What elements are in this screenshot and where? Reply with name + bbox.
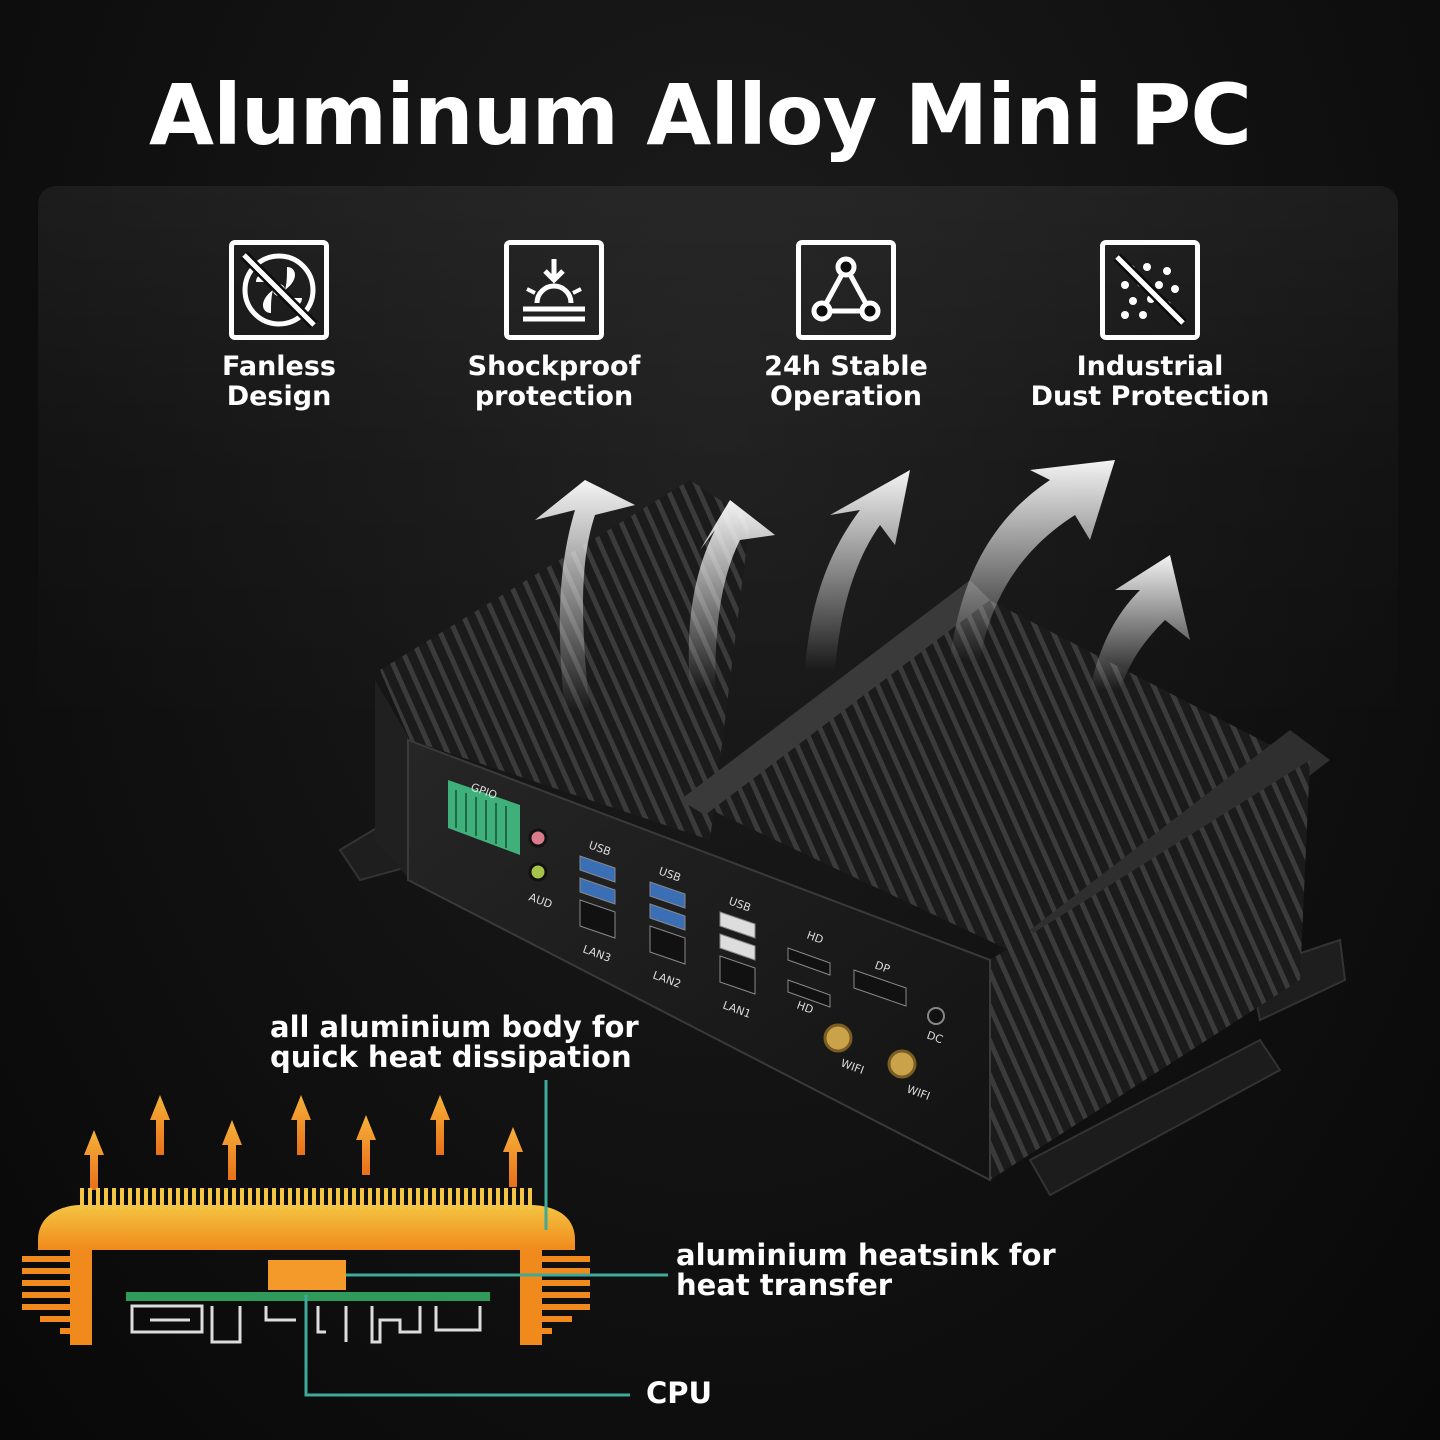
heatsink-fin — [192, 1188, 196, 1210]
heatsink-fin — [240, 1188, 244, 1210]
heatsink-diagram — [22, 1080, 668, 1397]
hdmi-port-2 — [787, 979, 831, 1008]
heatsink-fin — [296, 1188, 300, 1210]
feature-stable-operation: 24h Stable Operation — [696, 240, 996, 412]
leader-lines — [304, 1080, 668, 1397]
heatsink-fin — [96, 1188, 100, 1210]
heatsink-fin — [208, 1188, 212, 1210]
heatsink-fin — [384, 1188, 388, 1210]
feature-label: Industrial Dust Protection — [1030, 351, 1270, 412]
heatsink-fin — [128, 1188, 132, 1210]
heatsink-fin — [520, 1188, 524, 1210]
heatsink-fin — [88, 1188, 92, 1210]
heatsink-fin — [280, 1188, 284, 1210]
heatsink-fin — [232, 1188, 236, 1210]
heatsink-fin — [448, 1188, 452, 1210]
mini-pc-device: GPIO AUD USB LAN3 USB LAN2 USB LAN1 HD H… — [338, 460, 1347, 1197]
feature-fanless: Fanless Design — [129, 240, 429, 412]
wifi-antenna-connector — [823, 1023, 853, 1053]
feature-shockproof: Shockproof protection — [404, 240, 704, 412]
heatsink-fin — [112, 1188, 116, 1210]
heatsink-fin — [80, 1188, 84, 1210]
port-group-1: USB LAN3 — [579, 839, 616, 965]
svg-text:DC: DC — [925, 1029, 945, 1047]
heatsink-fin — [304, 1188, 308, 1210]
heatsink-fin — [512, 1188, 516, 1210]
displayport — [853, 969, 907, 1007]
heat-up-arrows — [84, 1095, 523, 1190]
heatsink-fin — [480, 1188, 484, 1210]
heatsink-fin — [344, 1188, 348, 1210]
heatsink-fin — [504, 1188, 508, 1210]
feature-label: Fanless Design — [221, 351, 336, 412]
heatsink-fin — [336, 1188, 340, 1210]
heatsink-fin — [464, 1188, 468, 1210]
heatsink-fin — [168, 1188, 172, 1210]
audio-out-jack — [528, 828, 548, 848]
heatsink-fin — [360, 1188, 364, 1210]
dust-protection-icon — [1100, 240, 1200, 340]
heat-flow-arrows — [535, 460, 1190, 710]
caption-body: all aluminium body for quick heat dissip… — [270, 1010, 639, 1074]
heatsink-fin — [136, 1188, 140, 1210]
stable-operation-icon — [796, 240, 896, 340]
dc-jack — [927, 1007, 945, 1025]
caption-cpu: CPU — [646, 1376, 713, 1410]
heatsink-fin — [256, 1188, 260, 1210]
fanless-icon — [229, 240, 329, 340]
feature-label: Shockproof protection — [467, 351, 641, 412]
heatsink-fins — [22, 1188, 590, 1345]
heatsink-fin — [440, 1188, 444, 1210]
heatsink-fin — [224, 1188, 228, 1210]
svg-text:HD: HD — [795, 999, 815, 1017]
feature-dust-protection: Industrial Dust Protection — [1000, 240, 1300, 412]
audio-in-jack — [528, 862, 548, 882]
heatsink-fin — [248, 1188, 252, 1210]
heatsink-fin — [472, 1188, 476, 1210]
port-group-3: USB LAN1 — [719, 895, 756, 1021]
cpu-block — [268, 1260, 346, 1290]
heatsink-fin — [328, 1188, 332, 1210]
heatsink-fin — [152, 1188, 156, 1210]
heatsink-fin — [496, 1188, 500, 1210]
heatsink-fin — [376, 1188, 380, 1210]
wifi-antenna-connector — [887, 1049, 917, 1079]
heatsink-fin — [160, 1188, 164, 1210]
heatsink-fin — [488, 1188, 492, 1210]
motherboard — [126, 1292, 490, 1301]
heatsink-fin — [424, 1188, 428, 1210]
heatsink-fin — [368, 1188, 372, 1210]
feature-label: 24h Stable Operation — [764, 351, 928, 412]
heatsink-fin — [312, 1188, 316, 1210]
heatsink-fin — [272, 1188, 276, 1210]
hdmi-port-1 — [787, 947, 831, 976]
heatsink-fin — [528, 1188, 532, 1210]
heatsink-fin — [320, 1188, 324, 1210]
heatsink-fin — [200, 1188, 204, 1210]
heatsink-fin — [392, 1188, 396, 1210]
heatsink-fin — [104, 1188, 108, 1210]
heatsink-fin — [184, 1188, 188, 1210]
svg-text:DP: DP — [873, 959, 892, 977]
shockproof-icon — [504, 240, 604, 340]
heatsink-fin — [288, 1188, 292, 1210]
page-title: Aluminum Alloy Mini PC — [148, 66, 1252, 164]
heatsink-fin — [408, 1188, 412, 1210]
heatsink-fin — [416, 1188, 420, 1210]
caption-heatsink: aluminium heatsink for heat transfer — [676, 1238, 1056, 1302]
heatsink-fin — [264, 1188, 268, 1210]
heatsink-fin — [352, 1188, 356, 1210]
heatsink-fin — [456, 1188, 460, 1210]
heatsink-fin — [216, 1188, 220, 1210]
heatsink-fin — [176, 1188, 180, 1210]
svg-text:HD: HD — [805, 929, 825, 947]
board-components — [130, 1304, 482, 1344]
heatsink-fin — [432, 1188, 436, 1210]
heatsink-fin — [120, 1188, 124, 1210]
heatsink-fin — [144, 1188, 148, 1210]
heatsink-fin — [400, 1188, 404, 1210]
